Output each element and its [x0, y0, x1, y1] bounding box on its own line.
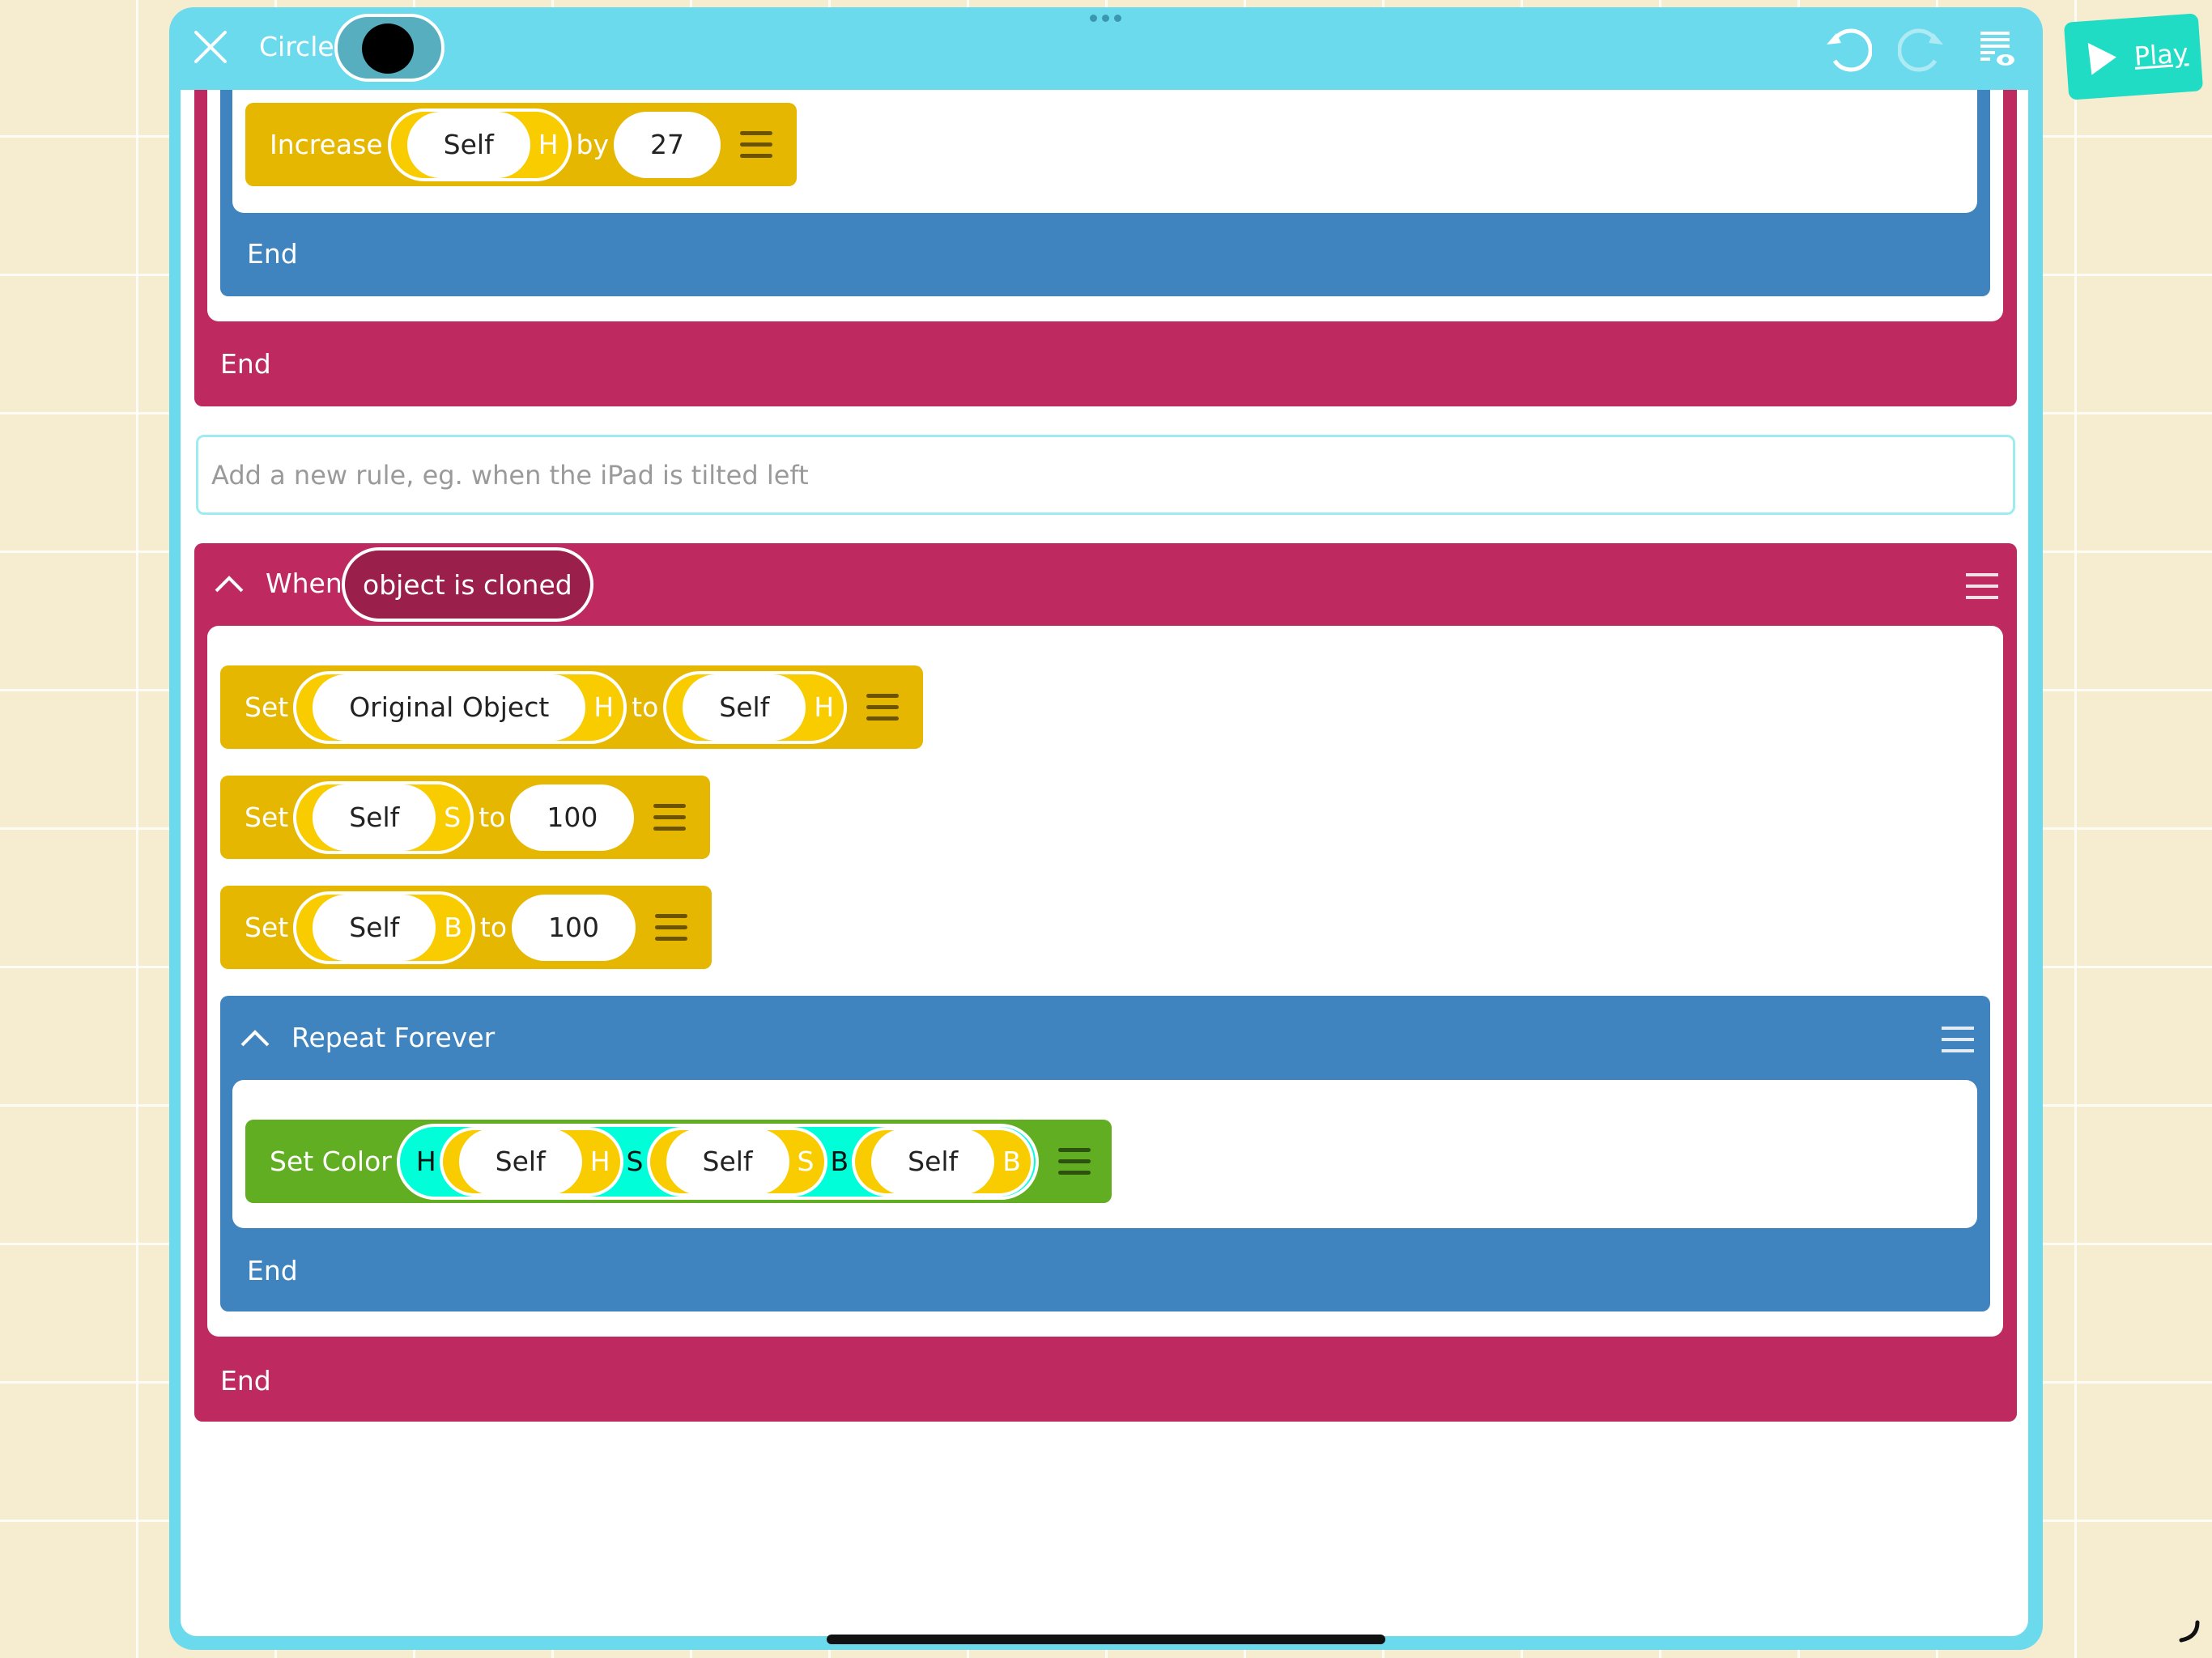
block-label: to [479, 912, 508, 943]
collapse-chevron-icon[interactable] [239, 1026, 271, 1053]
add-rule-placeholder: Add a new rule, eg. when the iPad is til… [211, 459, 809, 491]
variable-pill[interactable]: Self H [387, 108, 572, 181]
value-input[interactable]: 100 [512, 894, 636, 961]
play-button[interactable]: Play [2063, 13, 2204, 100]
variable-name: Self [666, 1128, 789, 1195]
block-menu-icon[interactable] [866, 694, 900, 721]
variable-pill[interactable]: Self B [293, 891, 475, 964]
block-label: to [479, 801, 506, 833]
resize-corner-icon[interactable] [2178, 1619, 2202, 1647]
block-label: Set Color [270, 1146, 392, 1177]
variable-suffix: S [797, 1146, 815, 1177]
variable-suffix: S [444, 801, 462, 833]
value-input[interactable]: 27 [614, 111, 721, 178]
home-indicator [827, 1635, 1385, 1644]
block-menu-icon[interactable] [1057, 1148, 1091, 1175]
variable-name: Self [458, 1128, 582, 1195]
variable-suffix: B [1002, 1146, 1021, 1177]
increase-block[interactable]: Increase Self H by 27 [245, 103, 798, 186]
saturation-label: S [626, 1146, 644, 1177]
code-view-icon[interactable] [1980, 32, 2016, 70]
close-icon[interactable] [193, 29, 228, 65]
variable-suffix: B [444, 912, 462, 943]
add-rule-input[interactable]: Add a new rule, eg. when the iPad is til… [196, 435, 2015, 515]
object-preview-toggle[interactable] [334, 14, 445, 82]
variable-name: Self [313, 894, 436, 961]
repeat-label: Repeat Forever [291, 1022, 496, 1053]
variable-name: Self [683, 674, 806, 741]
rule-menu-icon[interactable] [1966, 573, 1998, 599]
variable-pill[interactable]: Self S [646, 1126, 827, 1197]
brightness-label: B [830, 1146, 849, 1177]
block-menu-icon[interactable] [655, 914, 688, 941]
variable-suffix: H [814, 691, 835, 723]
when-label: When [266, 568, 342, 599]
undo-icon[interactable] [1823, 25, 1873, 77]
block-label: by [576, 129, 610, 160]
block-label: Set [245, 691, 289, 723]
variable-suffix: H [593, 691, 615, 723]
variable-name: Self [313, 784, 436, 851]
hue-label: H [415, 1146, 436, 1177]
object-name: Circle [259, 31, 334, 62]
collapse-chevron-icon[interactable] [213, 572, 245, 599]
block-label: to [632, 691, 659, 723]
block-label: Set [245, 801, 289, 833]
variable-name: Self [871, 1128, 995, 1195]
variable-name: Original Object [313, 674, 586, 741]
variable-suffix: H [538, 129, 559, 160]
variable-name: Self [406, 111, 530, 178]
block-menu-icon[interactable] [740, 131, 773, 158]
value-input[interactable]: 100 [510, 784, 635, 851]
repeat-end-label: End [247, 238, 298, 270]
play-label: Play [2133, 37, 2189, 72]
drag-handle-dots[interactable] [1090, 15, 1121, 22]
play-icon [2087, 42, 2116, 75]
redo-icon[interactable] [1897, 25, 1946, 77]
repeat-menu-icon[interactable] [1942, 1027, 1974, 1052]
rule-end-label: End [220, 1365, 271, 1397]
block-label: Set [245, 912, 289, 943]
block-menu-icon[interactable] [653, 804, 687, 831]
trigger-pill[interactable]: object is cloned [342, 547, 593, 622]
set-block[interactable]: Set Self B to 100 [220, 886, 713, 969]
variable-suffix: H [589, 1146, 610, 1177]
repeat-end-label: End [247, 1255, 298, 1286]
circle-shape-icon [362, 23, 414, 74]
block-label: Increase [270, 129, 383, 160]
rule-end-label: End [220, 348, 271, 380]
